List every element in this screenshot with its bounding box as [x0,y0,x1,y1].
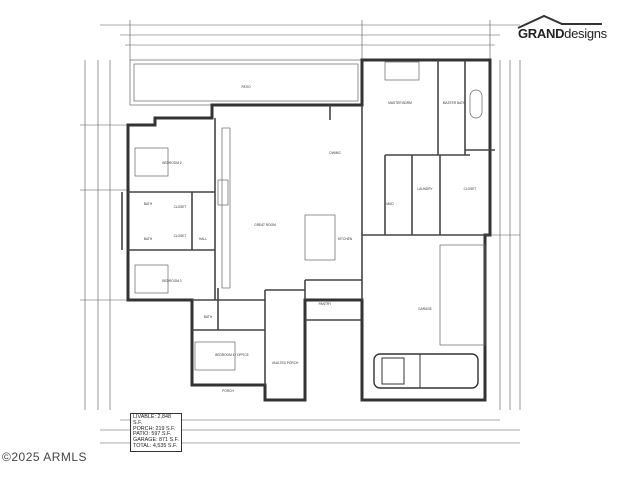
truck-icon [373,353,479,389]
room-label-laundry: LAUNDRY [417,187,433,191]
room-label-bath-3: BATH [204,315,213,319]
room-label-hall: HALL [199,237,207,241]
area-row-porch: PORCH: 219 S.F. [133,425,176,432]
bed-icon [194,341,236,371]
room-label-pantry: PANTRY [319,302,333,306]
bathtub-icon [469,89,483,119]
room-label-bath-1: BATH [144,202,153,206]
room-label-bedroom-4: BEDROOM 4 / OFFICE [215,353,248,357]
room-label-dining: DINING [329,151,341,155]
watermark: ©2025 ARMLS [2,450,88,464]
area-row-garage: GARAGE: 871 S.F. [133,437,179,444]
room-label-great-room: GREAT ROOM [254,223,276,227]
room-label-bath-2: BATH [144,237,153,241]
room-label-bedroom-2: BEDROOM 2 [162,161,181,165]
area-row-patio: PATIO: 597 S.F. [133,431,172,438]
bed-icon [384,61,420,81]
room-label-closet-2: CLOSET [174,234,187,238]
kitchen-island [304,214,336,261]
house-roof-icon [517,14,602,29]
interior-walls [121,60,495,385]
room-label-bedroom-3: BEDROOM 3 [162,279,181,283]
fireplace-icon [217,179,229,206]
room-label-mud: MUD [386,202,394,206]
area-row-total: TOTAL: 4,535 S.F. [133,442,178,449]
fixtures [134,61,486,371]
area-row-livable: LIVABLE: 2,848 S.F. [133,414,171,426]
room-label-master-bath: MASTER BATH [443,101,466,105]
room-label-garage: GARAGE [418,307,432,311]
room-label-porch: PORCH [222,389,234,393]
room-label-vaulted-porch: VAULTED PORCH [272,361,299,365]
logo-brand-bold: GRAND [518,26,565,41]
built-in-shelf [221,127,231,289]
room-label-master-bedroom: MASTER BDRM [388,101,412,105]
room-label-kitchen: KITCHEN [338,237,353,241]
garage-bay-outline [439,244,486,346]
area-summary-table: LIVABLE: 2,848 S.F. PORCH: 219 S.F. PATI… [130,413,182,452]
patio-slab [129,59,363,106]
brand-logo: GRANDdesigns [514,14,607,44]
room-label-closet-1: CLOSET [174,205,187,209]
bed-icon [134,147,169,177]
patio-inner [133,63,359,102]
room-label-master-closet: CLOSET [464,187,477,191]
logo-brand-light: designs [564,26,607,41]
bed-icon [134,264,169,294]
exterior-walls [126,58,492,402]
room-label-patio: PATIO [241,85,251,89]
